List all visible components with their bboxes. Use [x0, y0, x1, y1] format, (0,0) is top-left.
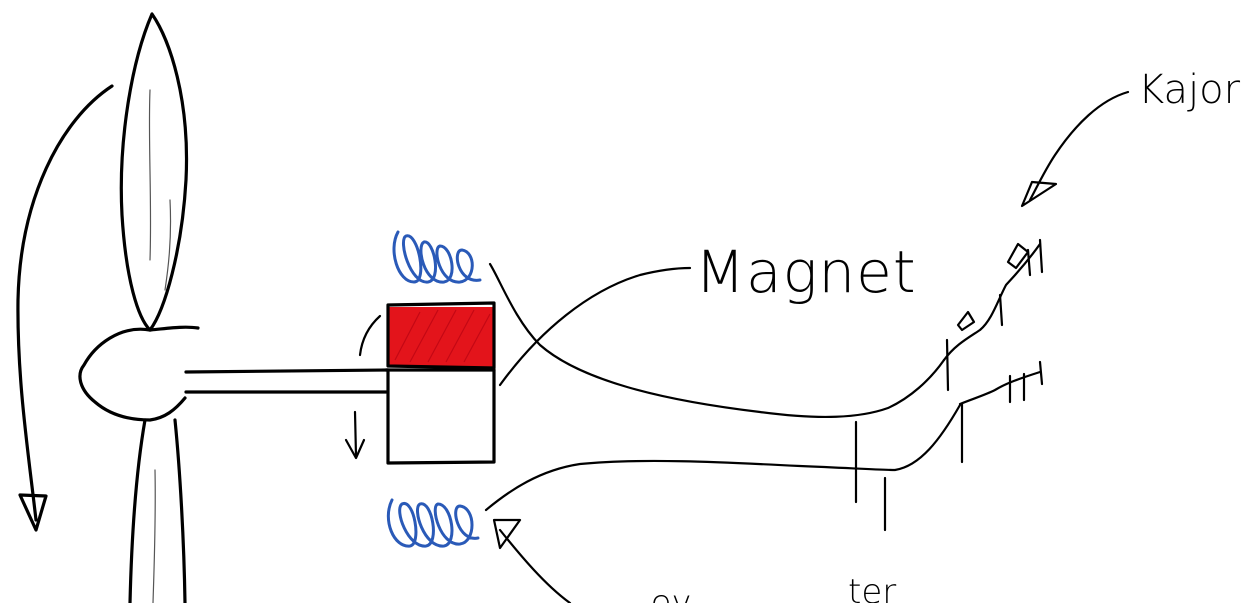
bottom-right-label: ter [848, 572, 896, 603]
shaft [184, 368, 390, 394]
lower-coil [386, 498, 480, 548]
hub [78, 327, 187, 422]
bottom-left-label: --ev [626, 583, 692, 603]
upper-coil [392, 230, 482, 284]
transmission-pylons [854, 238, 1044, 532]
wires [484, 262, 962, 512]
generator-housing [344, 301, 496, 465]
kajor-label: Kajor [1138, 67, 1241, 113]
rotation-arrow [16, 84, 114, 532]
magnet-label: Magnet [695, 238, 917, 306]
lower-blade [128, 418, 147, 603]
bottom-pointer [492, 518, 572, 603]
upper-blade [119, 12, 189, 332]
turbine-rotor [78, 12, 200, 603]
kajor-pointer [1020, 90, 1130, 208]
